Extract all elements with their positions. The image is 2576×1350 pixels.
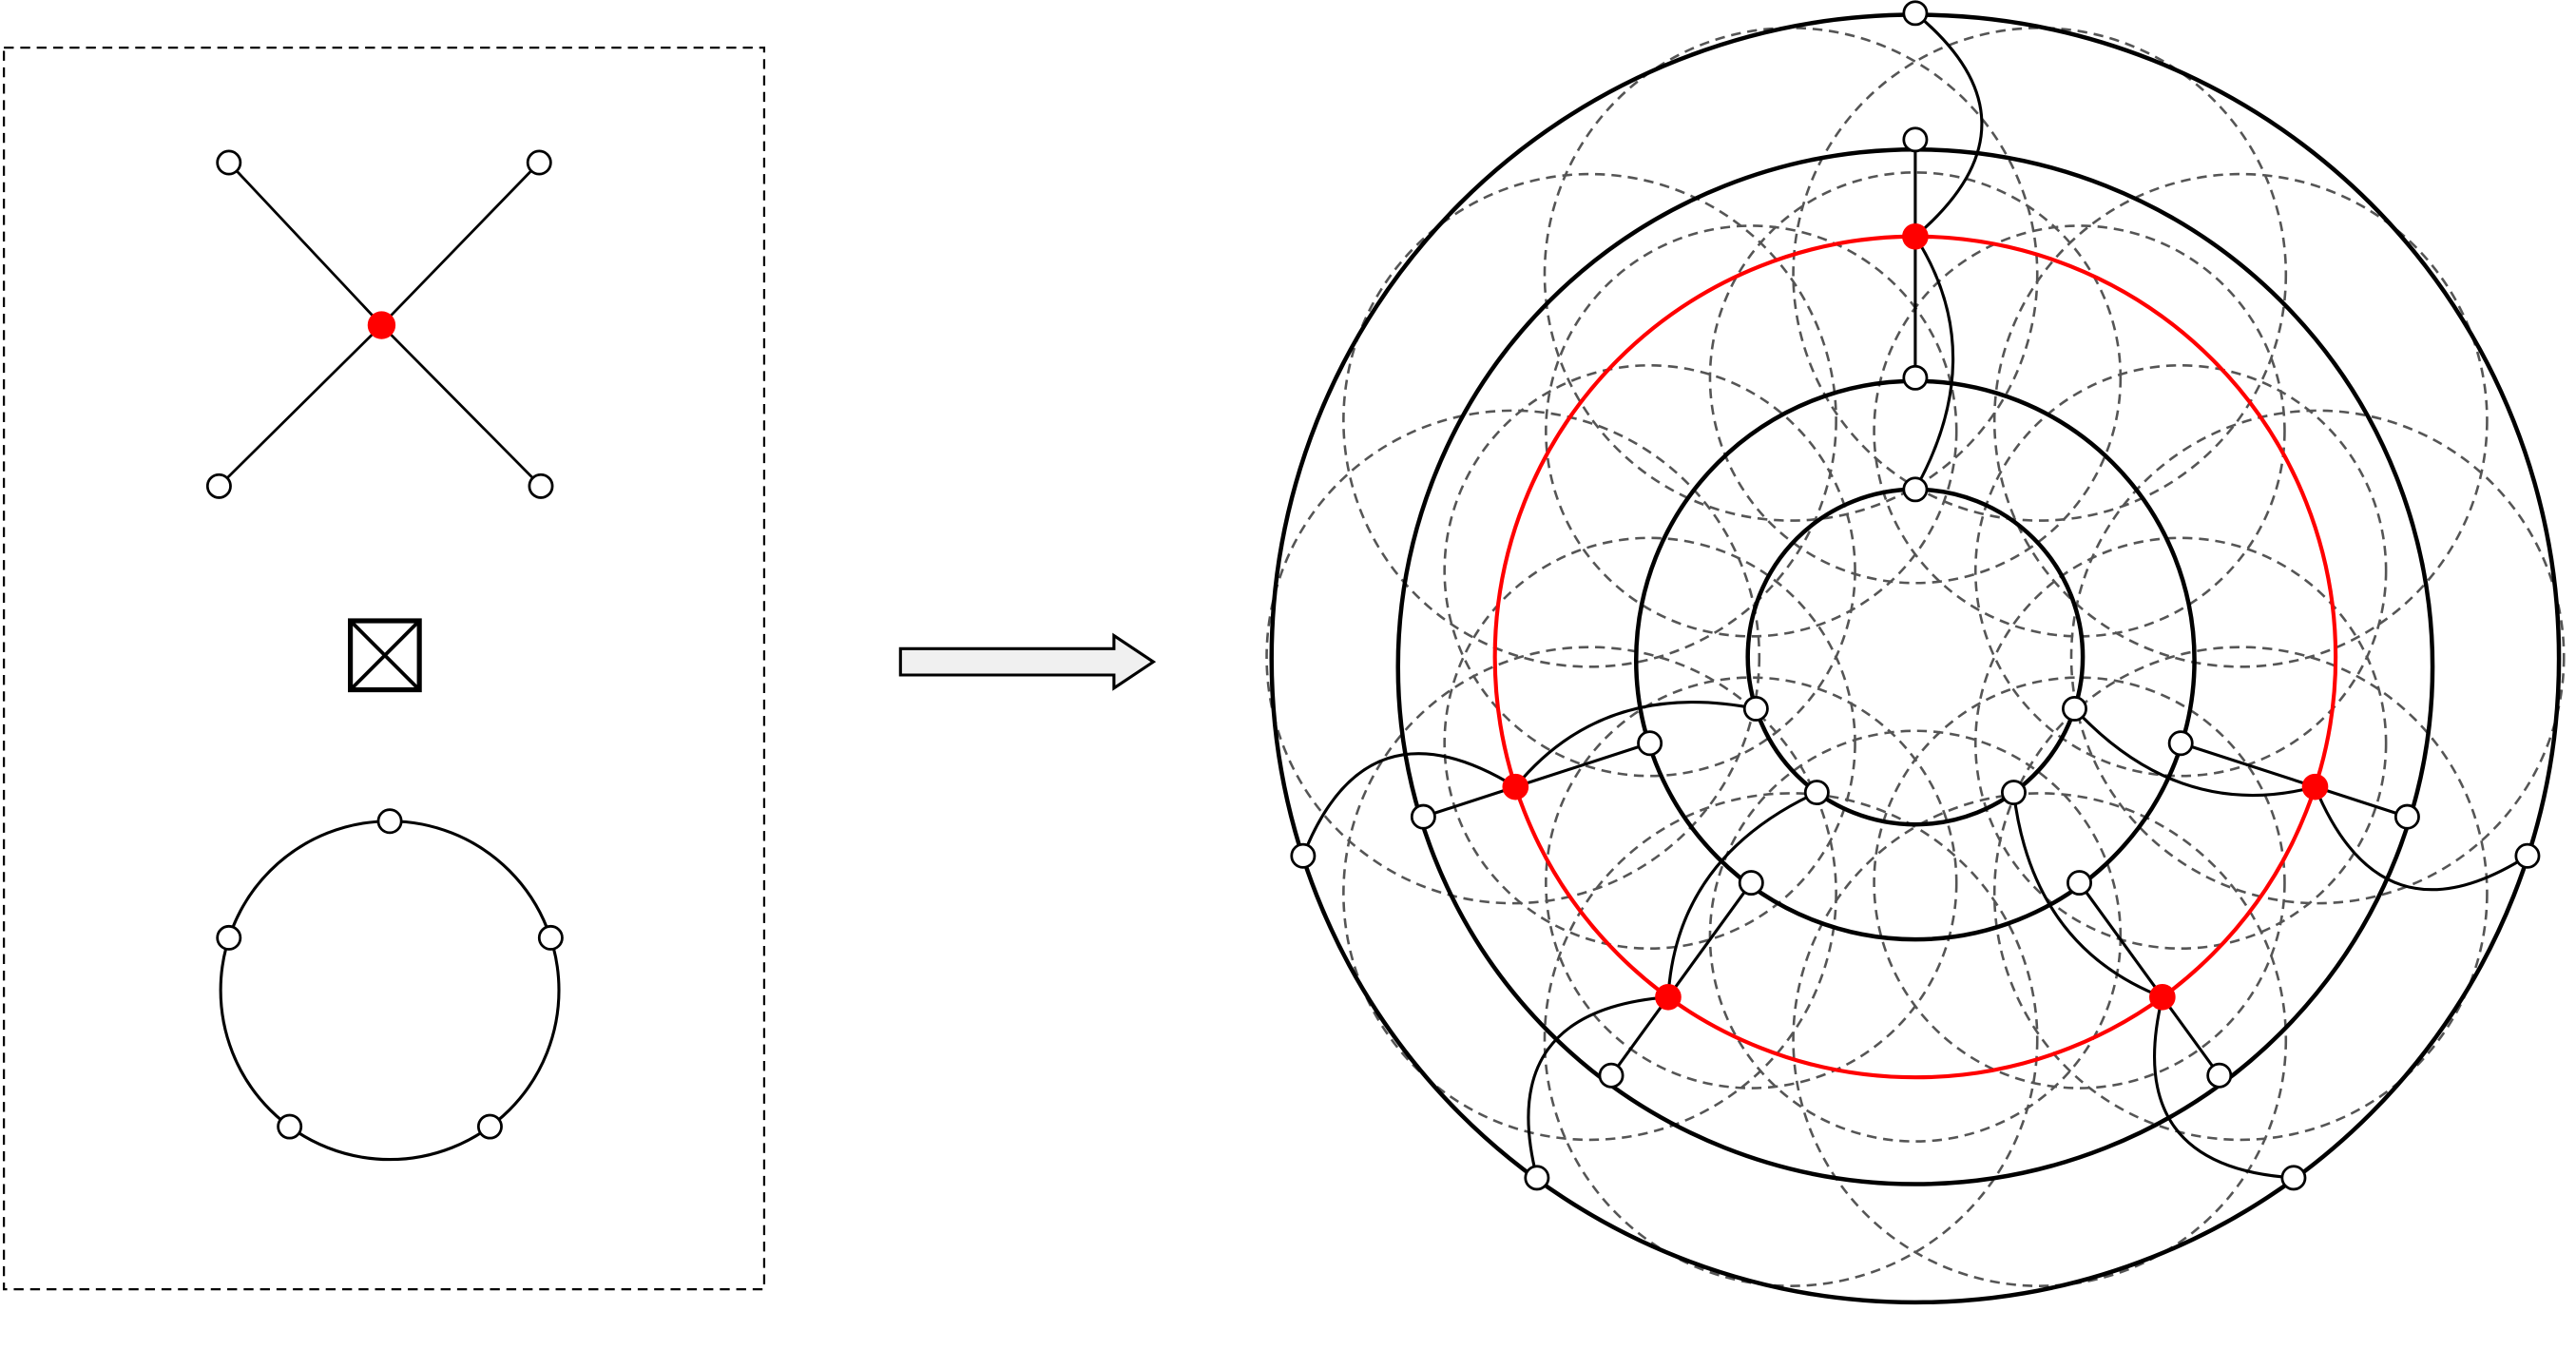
product-vertex (1902, 364, 1929, 391)
product-vertex-layer (1290, 0, 2541, 1191)
product-vertex (1742, 695, 1769, 722)
highlighted-vertex (1902, 222, 1929, 250)
product-vertex (1803, 780, 1830, 806)
highlighted-vertex (1655, 983, 1682, 1011)
star-spoke-arc (2153, 996, 2295, 1180)
box-product-symbol (348, 618, 422, 693)
star-spoke-edge (1422, 785, 1516, 819)
product-vertex (1902, 126, 1929, 153)
star-edge (380, 324, 542, 488)
dashed-connector (1992, 172, 2489, 668)
star-spoke-arc (2073, 707, 2316, 798)
cycle-vertex (376, 808, 403, 835)
star-spoke-edge (1609, 995, 1670, 1077)
dashed-connector (1545, 676, 1958, 1090)
dashed-connector (1708, 729, 2123, 1143)
product-vertex (1637, 730, 1663, 757)
cycle-graph (216, 808, 564, 1162)
product-vertex (1524, 1165, 1550, 1191)
cycle-ring (1745, 487, 2086, 827)
dashed-connector (1992, 646, 2489, 1142)
star-spoke-arc (1913, 235, 1955, 491)
star-leaf-vertex (528, 472, 554, 499)
product-graph (1265, 0, 2566, 1305)
dashed-connector (1543, 27, 2039, 522)
star-spoke-edge (1514, 742, 1651, 789)
highlighted-vertex (2149, 983, 2176, 1011)
right-arrow (898, 632, 1157, 691)
product-vertex (1290, 842, 1317, 869)
cycle-ring (1633, 378, 2197, 942)
highlighted-vertex (2301, 773, 2329, 800)
dashed-connector (1792, 792, 2288, 1287)
product-vertex (2393, 803, 2420, 830)
star-spoke-edge (2315, 785, 2408, 819)
dashed-connector (1342, 172, 1837, 668)
product-vertex (2206, 1062, 2233, 1089)
spoke-edge-layer (1301, 11, 2528, 1180)
product-vertex (1738, 870, 1764, 897)
product-vertex (1902, 0, 1929, 27)
star-center-vertex (367, 311, 396, 339)
star-leaf-vertex (205, 472, 232, 499)
dashed-connector (1873, 676, 2286, 1090)
star-graph (205, 149, 554, 499)
star-spoke-arc (1527, 995, 1669, 1179)
highlighted-vertex (1502, 773, 1529, 800)
product-vertex (1902, 476, 1929, 503)
dashed-connector-layer (1265, 27, 2566, 1287)
star-spoke-arc (1301, 752, 1517, 857)
product-vertex (2280, 1165, 2307, 1191)
dashed-connector (1973, 364, 2388, 778)
star-edge (227, 162, 383, 326)
dashed-connector (1873, 224, 2286, 638)
product-vertex (2000, 780, 2027, 806)
star-spoke-edge (2161, 995, 2221, 1077)
product-vertex (2062, 695, 2087, 722)
star-spoke-arc (2314, 786, 2528, 892)
star-spoke-arc (1514, 701, 1757, 788)
dashed-connector (1342, 646, 1837, 1142)
cycle-vertex (277, 1113, 303, 1140)
dashed-connector (1265, 409, 1761, 905)
star-edge (380, 162, 541, 327)
dashed-connector (1443, 364, 1856, 778)
dashed-connector (1973, 536, 2388, 950)
dashed-connector (2069, 409, 2566, 905)
dashed-connector (1545, 224, 1958, 638)
star-leaf-vertex (526, 149, 552, 176)
star-spoke-edge (2078, 881, 2164, 998)
factor-graphs-panel (2, 46, 766, 1291)
star-spoke-arc (1913, 11, 1984, 238)
cycle-edge-ring (219, 820, 561, 1162)
star-spoke-edge (2180, 742, 2316, 789)
cycle-vertex (476, 1113, 503, 1140)
star-spoke-edge (1666, 881, 1753, 998)
product-vertex (2067, 870, 2092, 897)
product-vertex (1410, 803, 1436, 830)
product-vertex (1598, 1062, 1624, 1089)
product-vertex (2514, 842, 2541, 869)
star-edge (218, 324, 383, 488)
dashed-connector (1708, 171, 2123, 585)
star-leaf-vertex (216, 149, 242, 176)
cycle-vertex (537, 924, 564, 951)
product-vertex (2167, 730, 2194, 757)
dashed-connector (1543, 792, 2039, 1287)
star-spoke-arc (1666, 791, 1817, 997)
dashed-connector (1792, 27, 2288, 522)
cycle-vertex (216, 924, 242, 951)
star-spoke-arc (2011, 792, 2163, 999)
dashed-connector (1443, 536, 1856, 950)
factor-panel-frame (2, 46, 766, 1291)
